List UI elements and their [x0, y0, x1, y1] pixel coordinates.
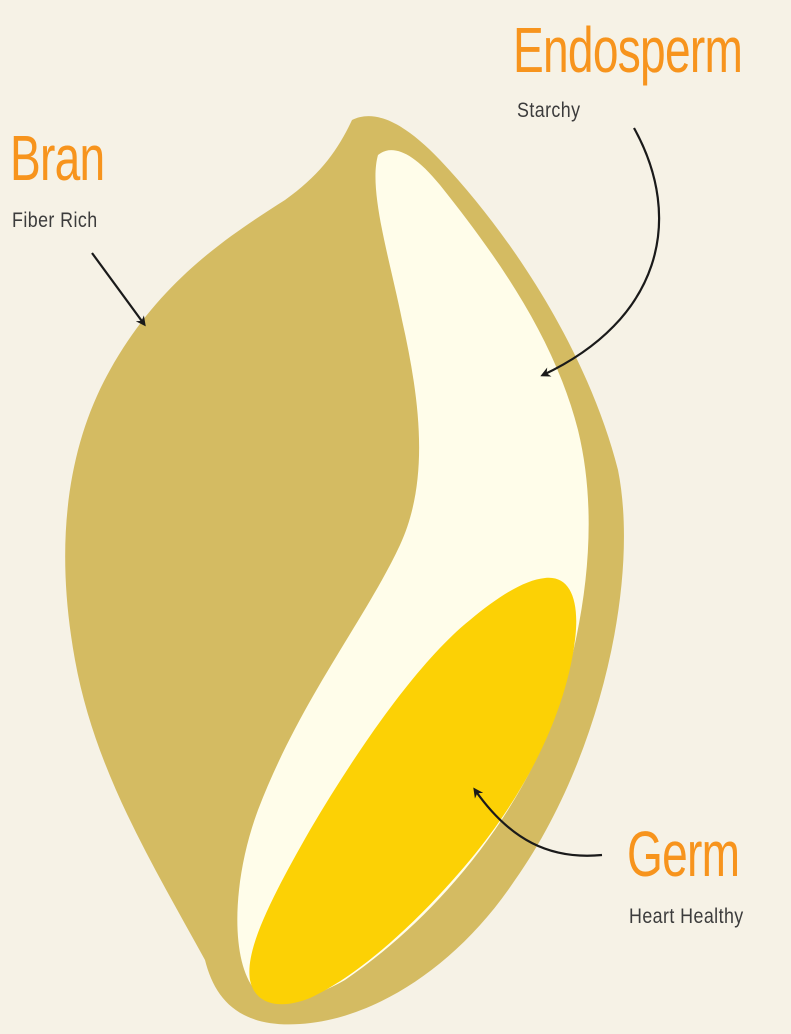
germ-label: Germ — [627, 822, 739, 886]
germ-description: Heart Healthy — [629, 906, 744, 927]
bran-description: Fiber Rich — [12, 210, 98, 231]
endosperm-description: Starchy — [517, 100, 580, 121]
bran-arrow — [92, 253, 144, 324]
endosperm-label: Endosperm — [513, 18, 742, 82]
bran-label: Bran — [10, 126, 104, 190]
